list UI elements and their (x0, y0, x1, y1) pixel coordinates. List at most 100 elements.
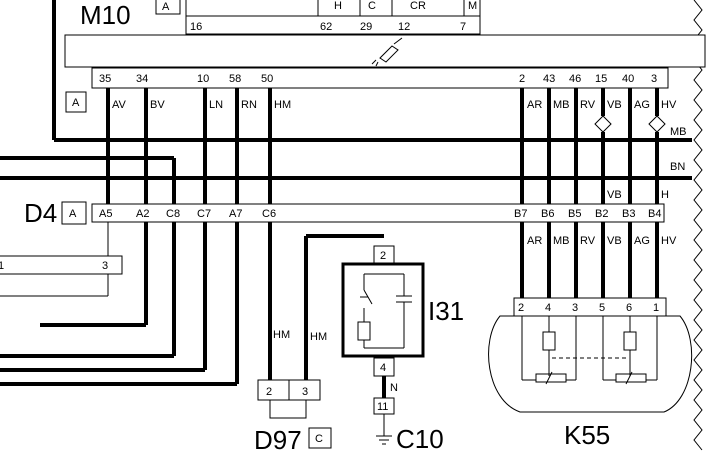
m10-pin-46: 46 (569, 73, 581, 85)
d97-label: D97 (254, 425, 302, 455)
d4-pin-c7: C7 (197, 208, 211, 220)
wire-label-av: AV (112, 99, 127, 111)
d4-pin-b2: B2 (595, 208, 608, 220)
d4-pin-row (91, 203, 665, 223)
bus-label-mb: MB (670, 126, 687, 138)
k55-connector (513, 297, 667, 317)
m10-pin-58: 58 (229, 73, 241, 85)
d4-pin-b3: B3 (622, 208, 635, 220)
d4-pin-a7: A7 (229, 208, 242, 220)
top-pin-16: 16 (190, 21, 202, 33)
top-pin-12: 12 (398, 21, 410, 33)
m10-pin-2: 2 (519, 73, 525, 85)
wire-label-rv-top: RV (580, 99, 596, 111)
k55-pin-5: 5 (599, 302, 605, 314)
d4-pin-a2: A2 (136, 208, 149, 220)
d4-pin-b5: B5 (568, 208, 581, 220)
wire-label-ag-top: AG (634, 99, 650, 111)
k55-label: K55 (564, 420, 610, 450)
d4-pin-b4: B4 (648, 208, 661, 220)
d97-pin-3: 3 (302, 386, 308, 398)
wire-label-hv-top: HV (661, 99, 677, 111)
wire-label-mb-top: MB (553, 99, 570, 111)
ground-icon (376, 435, 392, 445)
d97-wire-hm-1: HM (273, 329, 290, 341)
d4-pin-b6: B6 (541, 208, 554, 220)
m10-pin-50: 50 (261, 73, 273, 85)
i31-pin-4: 4 (380, 362, 386, 374)
left-pin-3: 3 (102, 260, 108, 272)
k55-housing (488, 315, 693, 413)
left-pin-1: 1 (0, 260, 4, 272)
d4-pin-c6: C6 (262, 208, 276, 220)
bus-label-vb: VB (607, 189, 622, 201)
m10-pin-3: 3 (651, 73, 657, 85)
d97-pin-2: 2 (266, 386, 272, 398)
c10-label: C10 (396, 424, 444, 454)
m10-module-body (64, 34, 706, 68)
left-connector (0, 255, 123, 275)
injector-icon (371, 37, 403, 67)
i31-pin-2: 2 (380, 250, 386, 262)
torn-edge (693, 0, 703, 451)
i31-switch-icon (357, 273, 412, 349)
top-cut-label-1: H (334, 0, 342, 12)
wire-label-vb: VB (607, 235, 622, 247)
d4-pin-a5: A5 (99, 208, 112, 220)
m10-tag: A (162, 1, 170, 13)
d4-tag-box (61, 201, 87, 225)
c10-pin-11: 11 (377, 401, 388, 413)
wire-label-bv: BV (150, 99, 165, 111)
m10-pin-10: 10 (197, 73, 209, 85)
d97-connector-back (269, 399, 307, 419)
wire-label-vb-top: VB (607, 99, 622, 111)
m10-label: M10 (80, 0, 131, 30)
m10-pin-15: 15 (595, 73, 607, 85)
wire-label-ag: AG (634, 235, 650, 247)
m10-a-box (65, 91, 87, 113)
wire-label-ar: AR (527, 235, 542, 247)
d4-pin-c8: C8 (166, 208, 180, 220)
k55-sensor-icon (521, 316, 658, 385)
d97-tag-box (308, 427, 332, 449)
m10-pin-row (91, 67, 669, 89)
k55-pin-2: 2 (518, 302, 524, 314)
d4-tag: A (69, 208, 77, 220)
wire-label-mb: MB (553, 235, 570, 247)
k55-pin-3: 3 (572, 302, 578, 314)
i31-body (341, 262, 425, 358)
wire-label-ar-top: AR (527, 99, 542, 111)
m10-top-strip (185, 0, 481, 35)
c10-wire-n: N (390, 382, 398, 394)
splice-diamond-vb (594, 115, 612, 133)
top-pin-7: 7 (460, 21, 466, 33)
m10-pin-35: 35 (99, 73, 111, 85)
wire-label-rn: RN (241, 99, 257, 111)
top-cut-label-3: CR (410, 0, 426, 12)
top-pin-29: 29 (360, 21, 372, 33)
i31-label: I31 (428, 296, 464, 326)
bus-label-h: H (661, 189, 669, 201)
d4-label: D4 (24, 198, 57, 228)
m10-pin-40: 40 (622, 73, 634, 85)
top-cut-label-4: M (468, 0, 477, 12)
m10-pin-34: 34 (136, 73, 148, 85)
k55-pin-6: 6 (626, 302, 632, 314)
top-cut-label-2: C (368, 0, 376, 12)
k55-pin-1: 1 (653, 302, 659, 314)
m10-a-label: A (72, 97, 80, 109)
wire-label-hm: HM (274, 99, 291, 111)
m10-tag-box (155, 0, 181, 15)
wire-label-ln: LN (209, 99, 223, 111)
d97-wire-hm-2: HM (310, 331, 327, 343)
wire-label-hv: HV (661, 235, 677, 247)
splice-diamond-hv (648, 115, 666, 133)
wire-label-rv: RV (580, 235, 596, 247)
bus-label-bn: BN (670, 161, 685, 173)
d4-pin-b7: B7 (514, 208, 527, 220)
d97-tag: C (315, 433, 323, 445)
top-pin-62: 62 (320, 21, 332, 33)
m10-pin-43: 43 (543, 73, 555, 85)
